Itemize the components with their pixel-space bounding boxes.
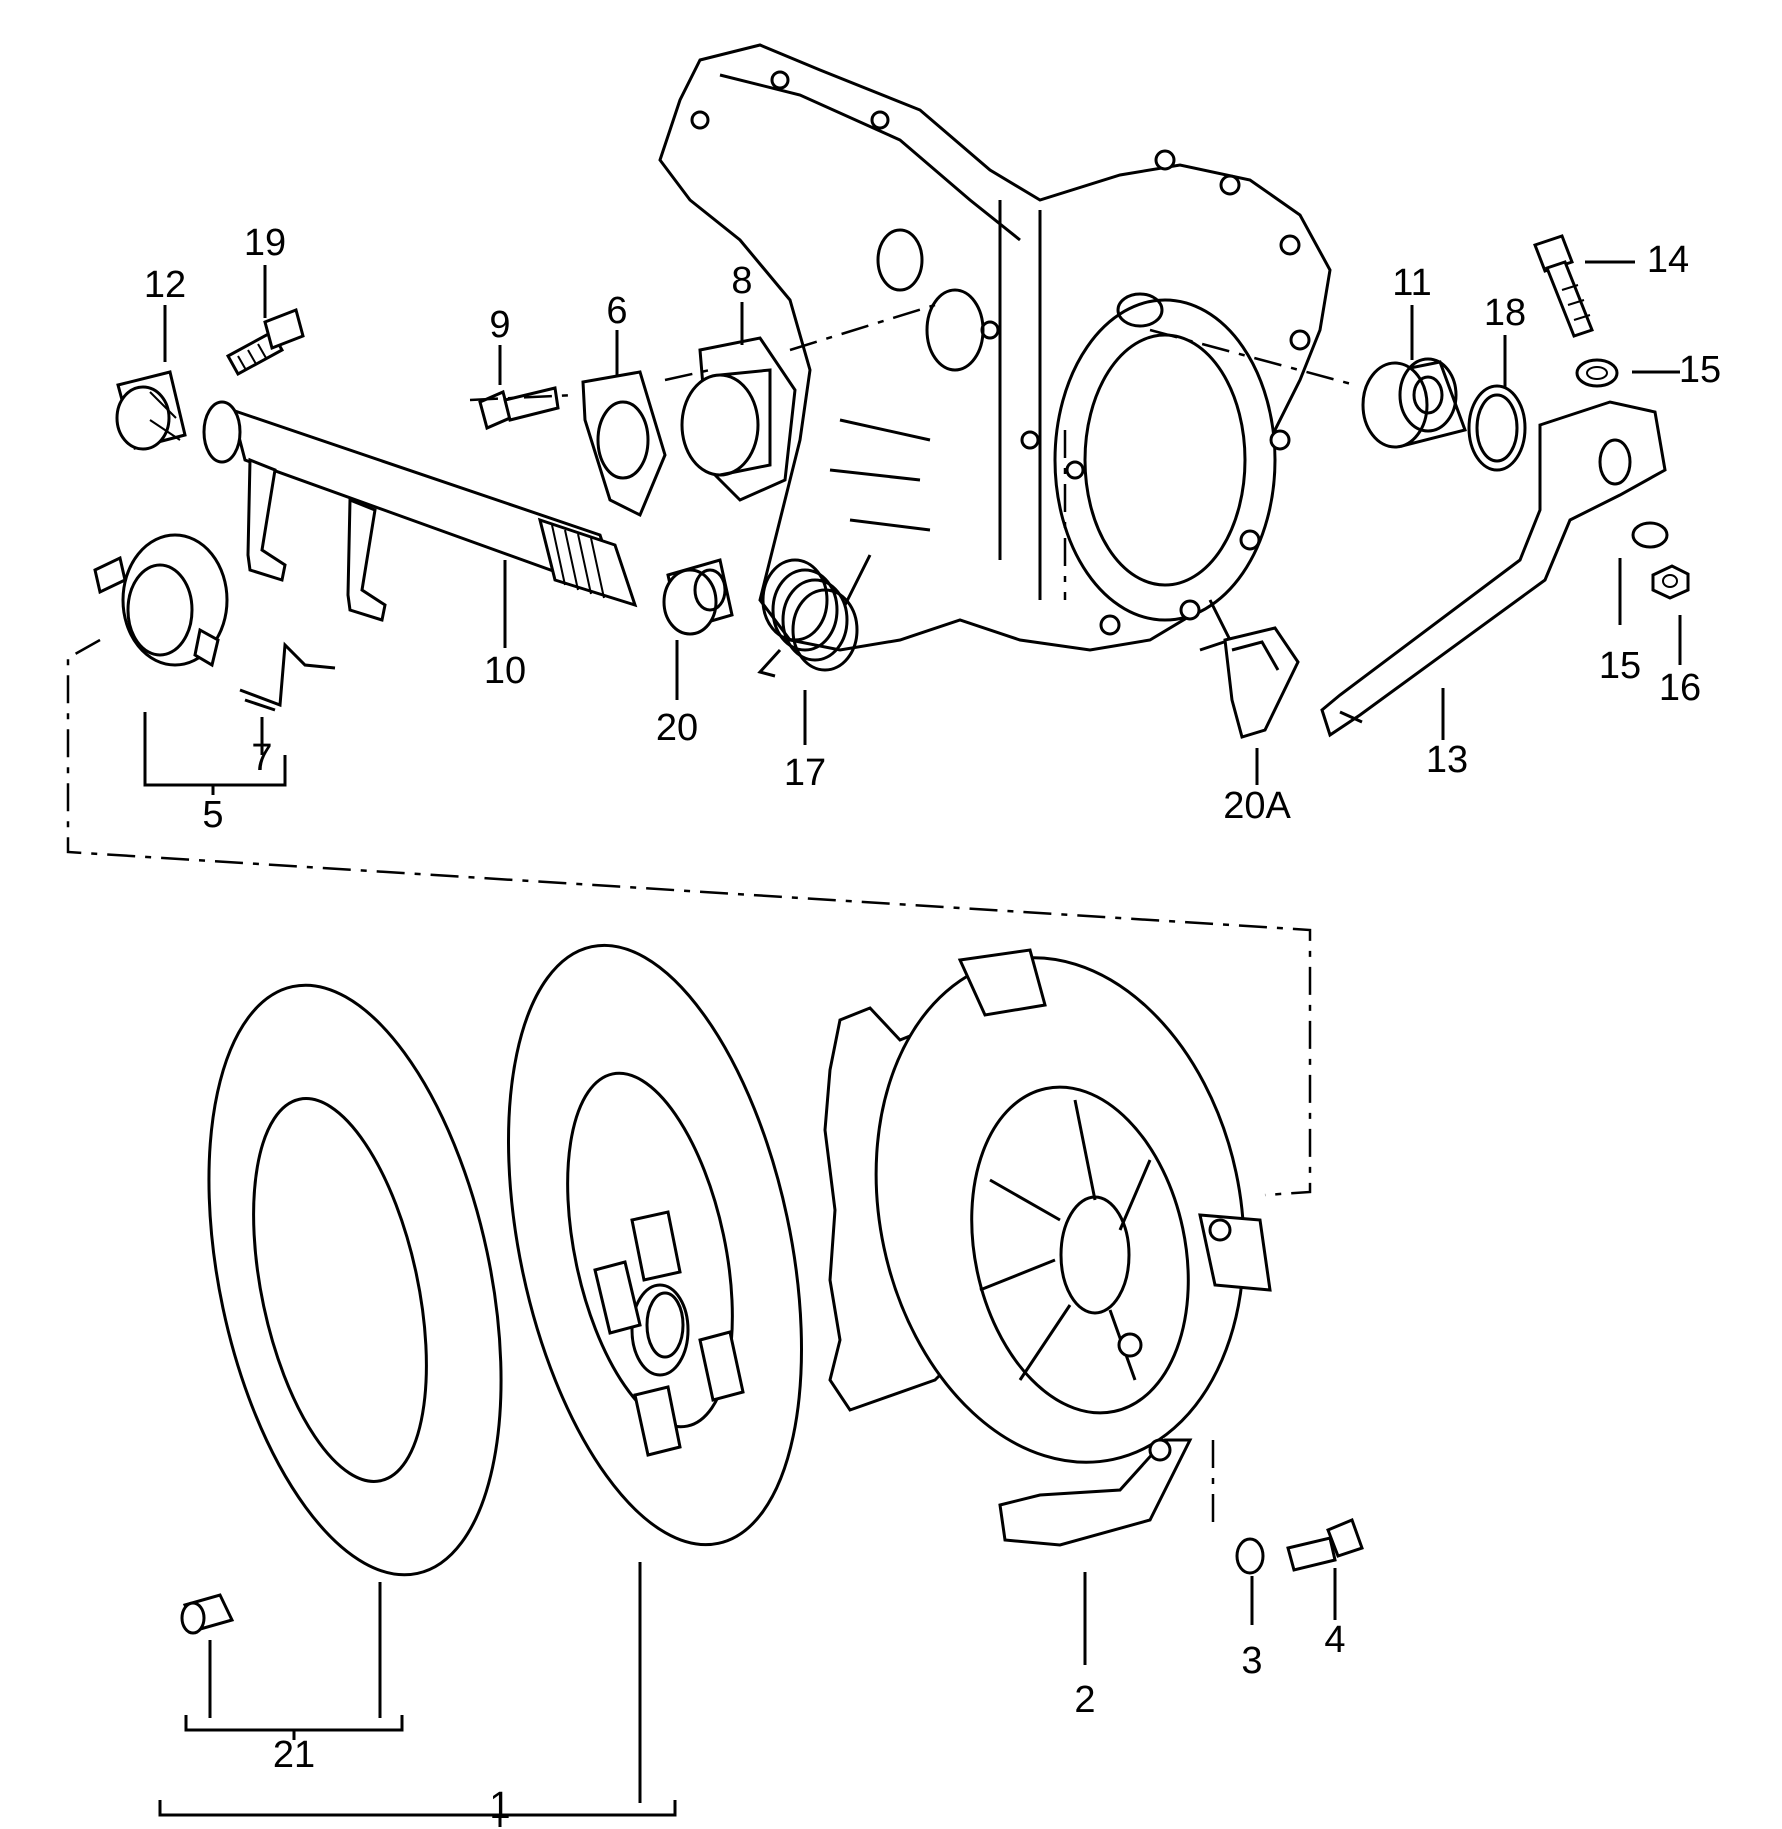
label-20a: 20A bbox=[1223, 785, 1291, 827]
label-15-top: 15 bbox=[1679, 349, 1721, 391]
assembly-lines bbox=[66, 303, 1356, 1530]
clip-20a bbox=[1223, 626, 1300, 739]
label-15-bottom: 15 bbox=[1599, 645, 1641, 687]
torsion-spring-17 bbox=[757, 554, 872, 678]
bushing-12 bbox=[115, 370, 187, 451]
label-5: 5 bbox=[202, 794, 223, 836]
bushing-20 bbox=[662, 558, 734, 636]
bolt-9 bbox=[478, 386, 560, 431]
release-lever-13 bbox=[1320, 400, 1667, 738]
label-11: 11 bbox=[1392, 262, 1431, 304]
label-4: 4 bbox=[1324, 1619, 1345, 1661]
gearbox-housing bbox=[658, 43, 1332, 652]
label-1: 1 bbox=[489, 1785, 510, 1827]
callout-labels: 12 19 9 6 8 11 18 14 15 15 16 13 20A 10 … bbox=[144, 222, 1721, 1827]
label-21: 21 bbox=[273, 1734, 315, 1776]
label-19: 19 bbox=[244, 222, 286, 264]
label-12: 12 bbox=[144, 264, 186, 306]
bolt-14 bbox=[1533, 234, 1594, 338]
nut-16 bbox=[1651, 564, 1690, 600]
flywheel-21 bbox=[207, 983, 503, 1577]
label-7: 7 bbox=[251, 737, 272, 779]
bolt-19 bbox=[225, 307, 305, 377]
guide-sleeve-8 bbox=[680, 336, 797, 502]
pin-21 bbox=[180, 1593, 235, 1635]
bolt-4 bbox=[1286, 1518, 1364, 1572]
label-8: 8 bbox=[731, 260, 752, 302]
washer-15-bottom bbox=[1631, 521, 1669, 549]
label-10: 10 bbox=[484, 650, 526, 692]
clutch-disc-1 bbox=[507, 943, 803, 1547]
gasket-6 bbox=[581, 370, 667, 518]
leader-lines bbox=[143, 260, 1682, 1827]
washer-15-top bbox=[1575, 358, 1619, 388]
label-3: 3 bbox=[1241, 1640, 1262, 1682]
label-20: 20 bbox=[656, 707, 698, 749]
release-shaft-10 bbox=[202, 400, 638, 622]
label-16: 16 bbox=[1659, 667, 1701, 709]
label-14: 14 bbox=[1647, 239, 1689, 281]
label-13: 13 bbox=[1426, 739, 1468, 781]
label-9: 9 bbox=[489, 304, 510, 346]
label-6: 6 bbox=[606, 290, 627, 332]
lock-washer-3 bbox=[1235, 1537, 1265, 1575]
bearing-11 bbox=[1361, 357, 1467, 449]
label-18: 18 bbox=[1484, 292, 1526, 334]
circlip-18 bbox=[1467, 384, 1527, 472]
spring-clip-7 bbox=[239, 641, 336, 712]
pressure-plate-2 bbox=[823, 948, 1272, 1547]
release-bearing-5 bbox=[93, 533, 229, 668]
label-17: 17 bbox=[784, 752, 826, 794]
label-2: 2 bbox=[1074, 1679, 1095, 1721]
